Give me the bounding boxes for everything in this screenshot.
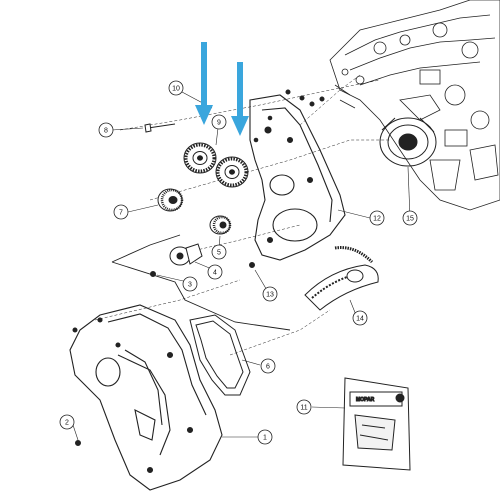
svg-text:14: 14	[356, 316, 364, 323]
screw-2	[72, 327, 81, 446]
svg-text:10: 10	[172, 86, 180, 93]
camshaft-sprocket-left	[183, 142, 217, 174]
crankshaft-pulley	[379, 117, 437, 167]
front-timing-cover	[69, 304, 223, 491]
callout-13: 13	[262, 286, 278, 302]
callout-3: 3	[182, 276, 198, 292]
svg-text:5: 5	[217, 250, 221, 257]
svg-text:6: 6	[266, 364, 270, 371]
svg-text:12: 12	[373, 216, 381, 223]
cover-bolts	[253, 89, 325, 143]
cover-gasket	[189, 314, 251, 396]
callout-12: 12	[369, 210, 385, 226]
highlight-arrow-right	[231, 62, 249, 136]
svg-text:1: 1	[263, 435, 267, 442]
svg-text:3: 3	[188, 282, 192, 289]
timing-belt	[304, 246, 379, 311]
bolt-3	[150, 271, 156, 277]
svg-text:2: 2	[65, 420, 69, 427]
svg-text:7: 7	[119, 210, 123, 217]
svg-text:15: 15	[406, 216, 414, 223]
engine-block	[329, 0, 500, 211]
callout-4: 4	[207, 264, 223, 280]
rear-timing-cover	[249, 94, 346, 261]
svg-text:11: 11	[300, 405, 307, 412]
idler-pulley-7	[157, 188, 184, 212]
callout-8: 8	[98, 122, 114, 138]
svg-text:4: 4	[213, 270, 217, 277]
kit-package: MOPAR	[342, 377, 411, 471]
camshaft-sprocket-right	[215, 156, 249, 188]
kit-brand-text: MOPAR	[356, 397, 375, 403]
bolt-8	[144, 123, 176, 133]
svg-text:13: 13	[266, 292, 274, 299]
assembly-lines	[94, 74, 390, 356]
callout-11: 11	[296, 399, 312, 415]
callout-5: 5	[211, 244, 227, 260]
callout-10: 10	[168, 80, 184, 96]
idler-pulley-5	[209, 215, 232, 235]
callout-9: 9	[211, 114, 227, 130]
callout-7: 7	[113, 204, 129, 220]
bolt-13	[249, 262, 255, 268]
belt-tensioner	[169, 243, 203, 266]
svg-text:9: 9	[217, 120, 221, 127]
callout-2: 2	[59, 414, 75, 430]
svg-text:8: 8	[104, 128, 108, 135]
callout-15: 15	[402, 210, 418, 226]
callout-1: 1	[257, 429, 273, 445]
callout-6: 6	[260, 358, 276, 374]
highlight-arrow-left	[195, 42, 213, 125]
callout-14: 14	[352, 310, 368, 326]
